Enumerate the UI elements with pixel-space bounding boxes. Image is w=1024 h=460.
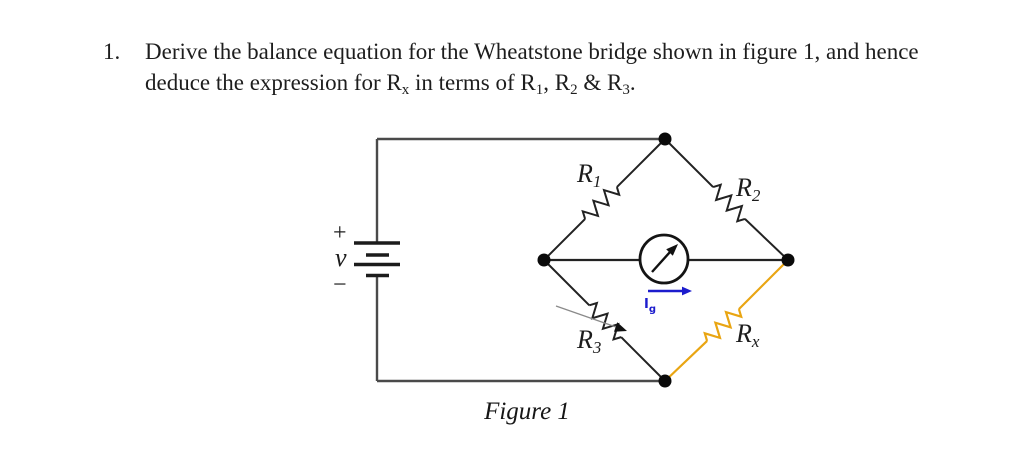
- arm-r2-lead-1: [664, 138, 714, 188]
- galvanometer-needle-icon: [651, 251, 671, 273]
- arm-r2-lead-2: [744, 218, 789, 261]
- resistor-rx-arm: [664, 259, 789, 382]
- subscript-1: 1: [535, 82, 544, 98]
- junction-nodes: [537, 132, 795, 388]
- current-arrow-head: [682, 286, 692, 296]
- resistor-rx: [703, 308, 743, 342]
- arm-r3-lead-1: [543, 259, 591, 307]
- resistor-r3-label: R3: [576, 325, 601, 357]
- battery-icon: [354, 241, 400, 278]
- bridge-arms: [543, 138, 789, 382]
- variable-arrow-shaft: [555, 305, 617, 328]
- question-number: 1.: [103, 39, 121, 64]
- arm-r1-lead-1: [616, 138, 666, 188]
- subscript-3: 3: [622, 82, 630, 98]
- arm-rx-lead-1: [738, 259, 789, 310]
- variable-arrow-head: [614, 322, 627, 332]
- current-arrow-icon: [648, 286, 692, 296]
- battery-voltage-label: v: [335, 243, 347, 272]
- battery-minus-label: −: [333, 272, 347, 298]
- galvanometer-needle-head: [666, 244, 678, 256]
- variable-resistor-arrow-icon: [555, 305, 627, 332]
- current-label: Ig: [644, 297, 656, 315]
- node-left: [537, 253, 551, 267]
- question-line-1: Derive the balance equation for the Whea…: [145, 39, 919, 64]
- node-bottom: [658, 374, 672, 388]
- resistor-r2-label: R2: [735, 173, 761, 205]
- arm-r1-lead-2: [543, 218, 586, 261]
- subscript-x: x: [401, 82, 410, 98]
- resistor-rx-label: Rx: [735, 319, 760, 351]
- node-top: [658, 132, 672, 146]
- arm-r3-lead-2: [620, 336, 666, 382]
- figure-caption: Figure 1: [483, 398, 570, 425]
- resistor-r1: [581, 186, 621, 220]
- question-line-2: deduce the expression for Rx in terms of…: [145, 70, 636, 98]
- node-right: [781, 253, 795, 267]
- resistor-r1-label: R1: [576, 159, 601, 191]
- question-text: Derive the balance equation for the Whea…: [145, 36, 1015, 106]
- galvanometer: [638, 233, 690, 285]
- arm-rx-lead-2: [664, 340, 708, 382]
- subscript-2: 2: [570, 82, 578, 98]
- outer-loop-wires: [375, 137, 665, 383]
- resistor-r3: [589, 301, 622, 341]
- battery-plus-label: +: [333, 220, 347, 246]
- resistor-r2: [712, 183, 746, 223]
